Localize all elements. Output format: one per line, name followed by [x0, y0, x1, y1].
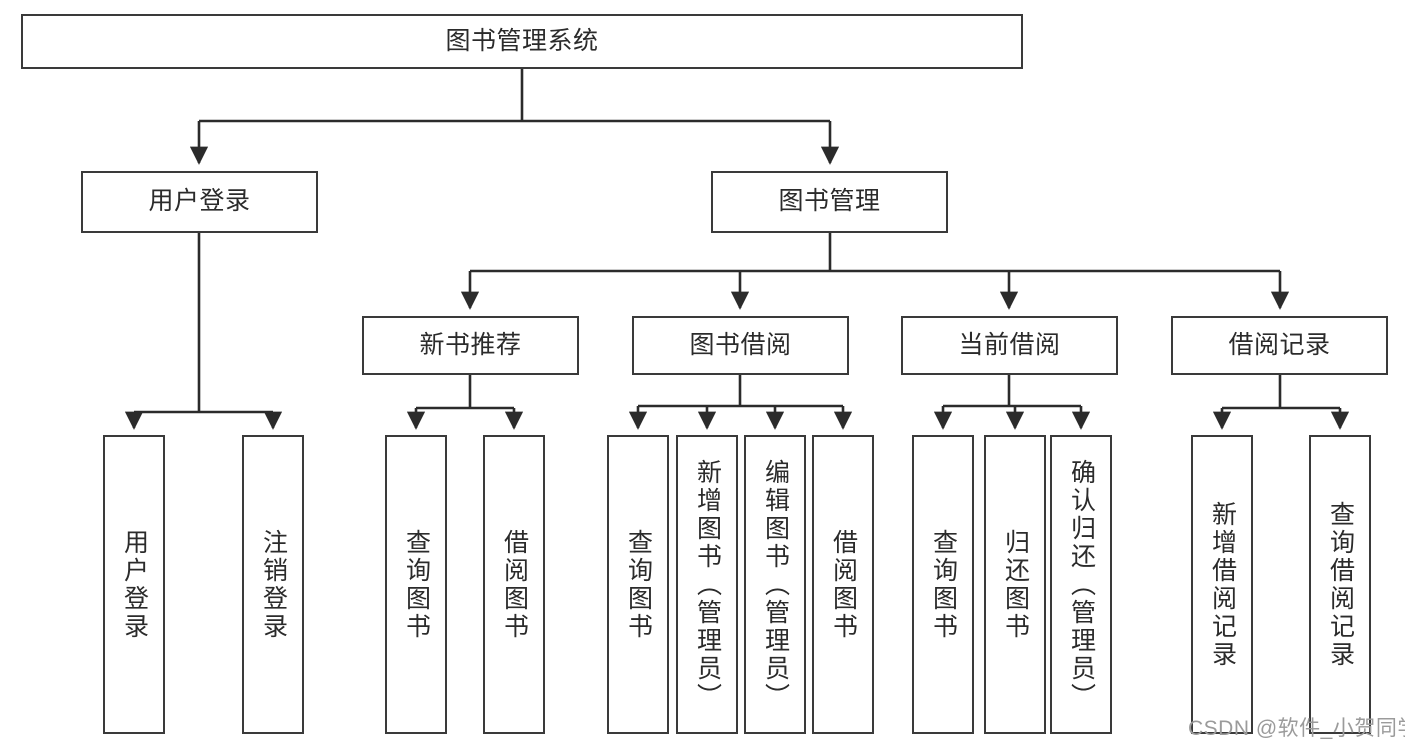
leaf-user-login[interactable]: 用户登录 [103, 435, 165, 734]
node-new-book-recommend-label: 新书推荐 [419, 330, 522, 359]
leaf-query-book-recommend[interactable]: 查询图书 [385, 435, 447, 734]
leaf-edit-book[interactable]: 编辑图书（管理员） [744, 435, 806, 734]
leaf-logout-label: 注销登录 [259, 528, 288, 641]
node-borrow-record-label: 借阅记录 [1228, 330, 1331, 359]
leaf-query-book-recommend-label: 查询图书 [402, 528, 431, 641]
node-current-borrow-label: 当前借阅 [958, 330, 1061, 359]
node-book-management-label: 图书管理 [778, 187, 881, 216]
csdn-watermark: CSDN @软件_小贺同学 [1188, 717, 1405, 740]
node-book-borrow-label: 图书借阅 [689, 330, 792, 359]
leaf-query-book-borrow-label: 查询图书 [624, 528, 653, 641]
leaf-borrow-book-recommend[interactable]: 借阅图书 [483, 435, 545, 734]
leaf-logout[interactable]: 注销登录 [242, 435, 304, 734]
leaf-add-borrow-record[interactable]: 新增借阅记录 [1191, 435, 1253, 734]
leaf-borrow-book-label: 借阅图书 [829, 528, 858, 641]
leaf-user-login-label: 用户登录 [120, 528, 149, 641]
node-root[interactable]: 图书管理系统 [21, 14, 1023, 69]
leaf-query-borrow-record-label: 查询借阅记录 [1326, 500, 1355, 669]
node-user-login[interactable]: 用户登录 [81, 171, 318, 233]
leaf-edit-book-label: 编辑图书（管理员） [761, 458, 790, 711]
leaf-query-book-borrow[interactable]: 查询图书 [607, 435, 669, 734]
leaf-return-book-label: 归还图书 [1001, 528, 1030, 641]
leaf-add-borrow-record-label: 新增借阅记录 [1208, 500, 1237, 669]
node-current-borrow[interactable]: 当前借阅 [901, 316, 1118, 375]
leaf-query-book-current-label: 查询图书 [929, 528, 958, 641]
leaf-query-book-current[interactable]: 查询图书 [912, 435, 974, 734]
leaf-confirm-return[interactable]: 确认归还（管理员） [1050, 435, 1112, 734]
leaf-add-book-label: 新增图书（管理员） [693, 458, 722, 711]
node-root-label: 图书管理系统 [445, 26, 599, 55]
leaf-confirm-return-label: 确认归还（管理员） [1067, 458, 1096, 711]
node-book-borrow[interactable]: 图书借阅 [632, 316, 849, 375]
node-book-management[interactable]: 图书管理 [711, 171, 948, 233]
node-borrow-record[interactable]: 借阅记录 [1171, 316, 1388, 375]
leaf-borrow-book-recommend-label: 借阅图书 [500, 528, 529, 641]
leaf-borrow-book[interactable]: 借阅图书 [812, 435, 874, 734]
leaf-query-borrow-record[interactable]: 查询借阅记录 [1309, 435, 1371, 734]
node-user-login-label: 用户登录 [148, 187, 251, 216]
leaf-return-book[interactable]: 归还图书 [984, 435, 1046, 734]
leaf-add-book[interactable]: 新增图书（管理员） [676, 435, 738, 734]
node-new-book-recommend[interactable]: 新书推荐 [362, 316, 579, 375]
